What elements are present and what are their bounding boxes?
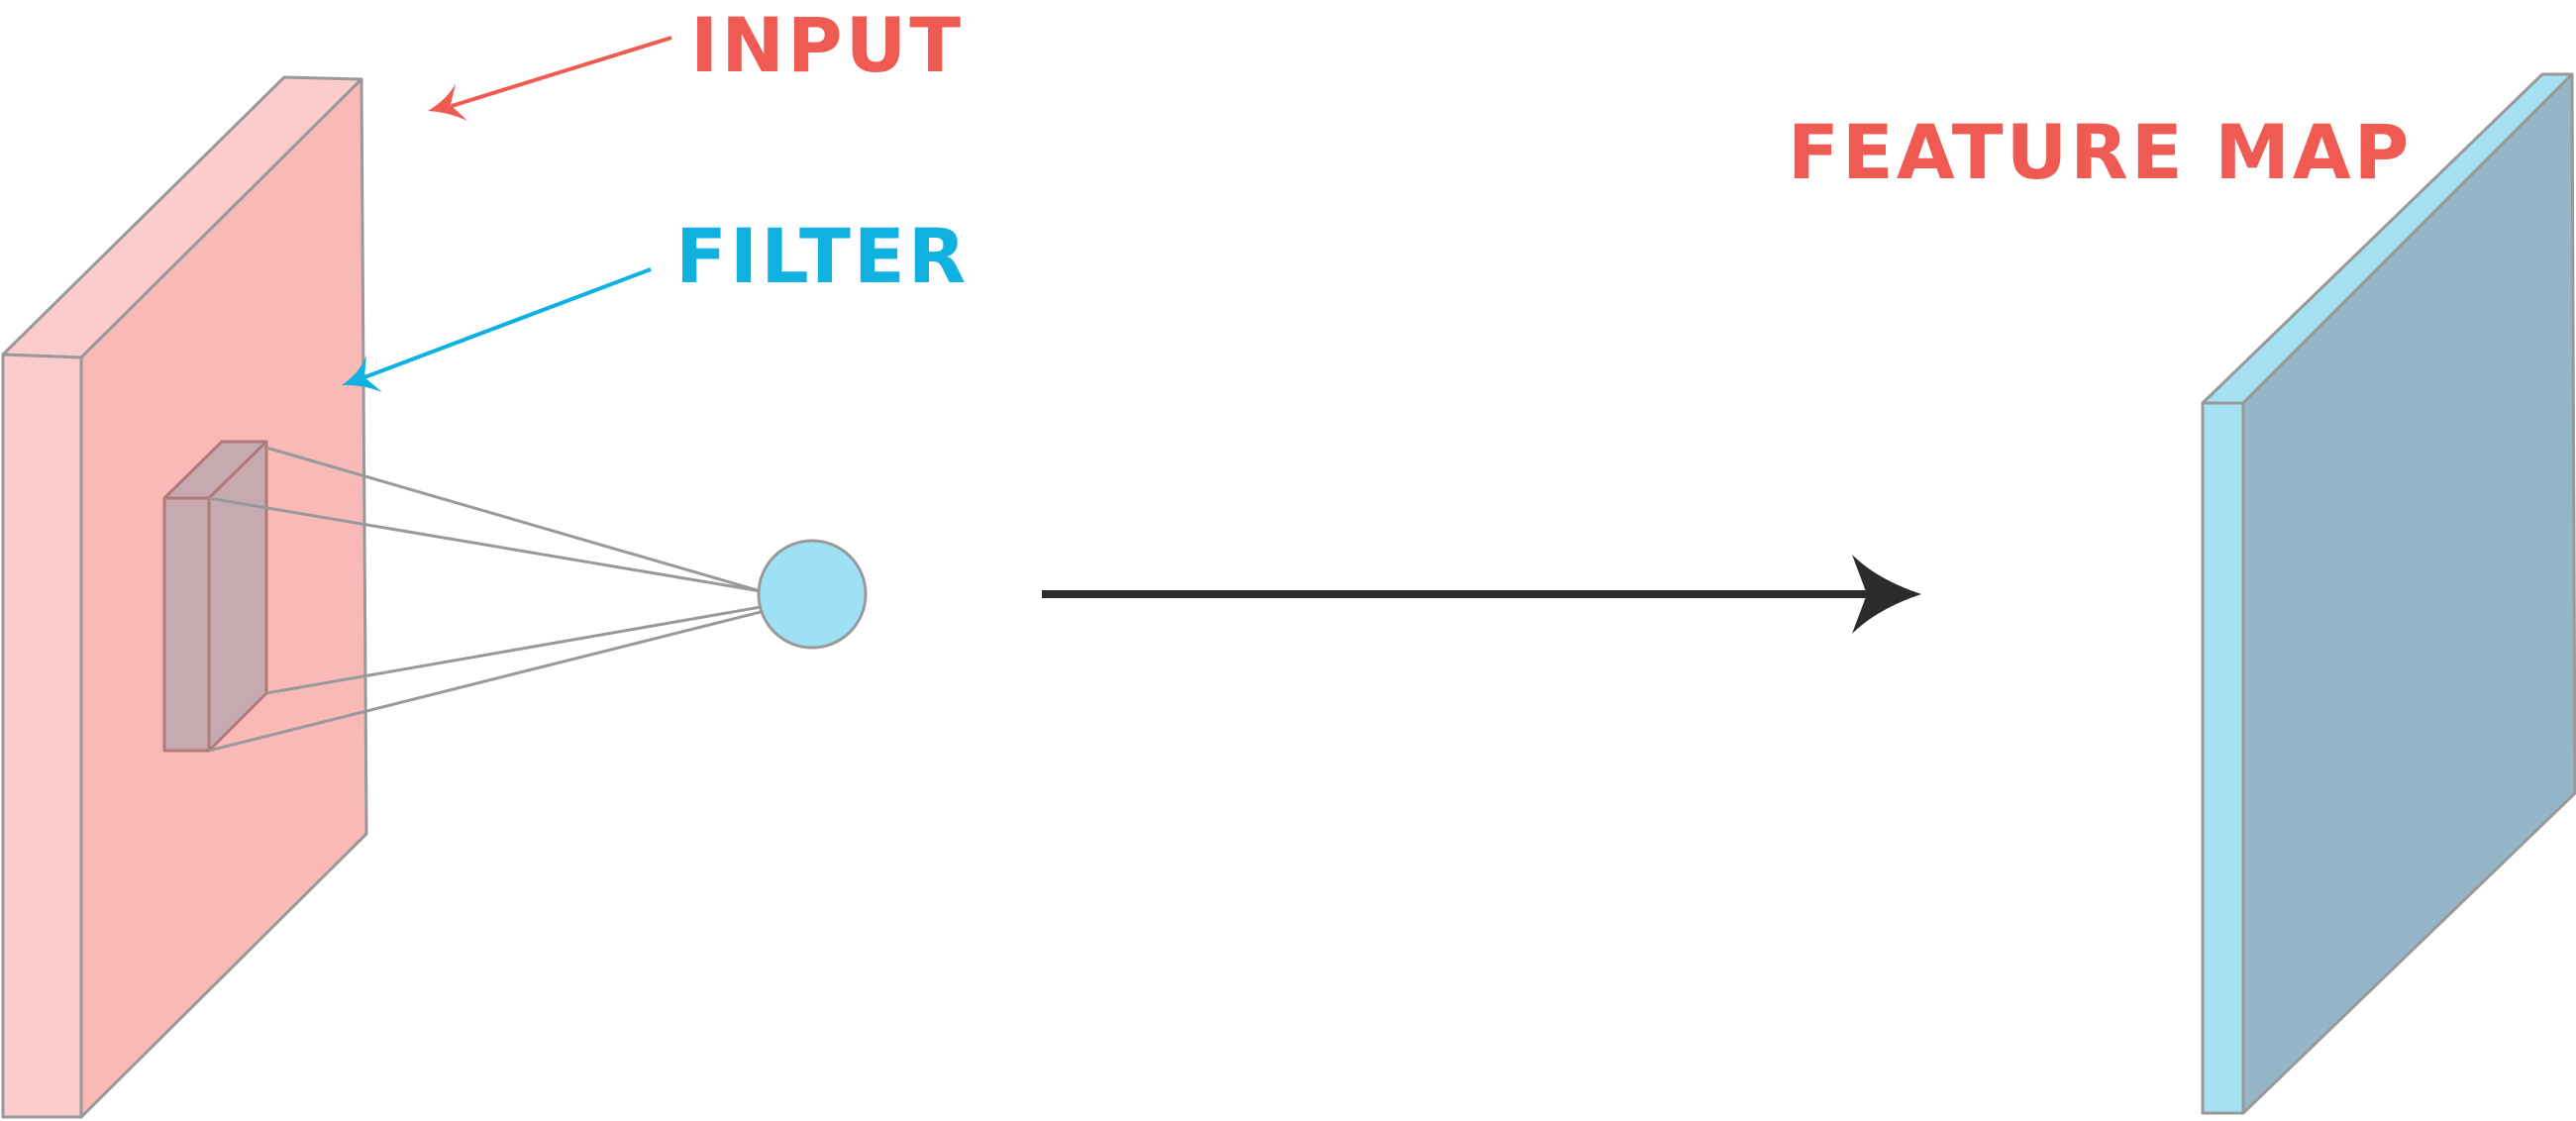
feature-map-front-face [2241,72,2576,1115]
projection-line-bottom-front [208,610,762,753]
filter-kernel [162,440,268,753]
input-volume-side-face [1,353,83,1119]
projection-line-bottom-back [265,605,762,695]
main-arrow-head [1852,555,1921,634]
input-pointer-arrow [428,36,672,121]
feature-map-side-face [2201,401,2245,1115]
main-arrow [1042,555,1921,634]
feature-map-volume [2201,72,2576,1115]
filter-pointer-arrow [342,267,652,392]
filter-pointer-head [342,355,382,392]
input-pointer-shaft [451,36,672,108]
projection-line-top-front [208,496,762,593]
output-neuron [757,539,868,650]
filter-label: FILTER [675,212,969,300]
filter-kernel-side-face [162,496,211,753]
filter-pointer-shaft [363,267,652,379]
input-pointer-head [428,83,467,121]
projection-lines [208,446,762,753]
projection-line-top-back [265,446,762,593]
input-label: INPUT [690,1,964,89]
feature-map-label: FEATURE MAP [1788,108,2412,196]
